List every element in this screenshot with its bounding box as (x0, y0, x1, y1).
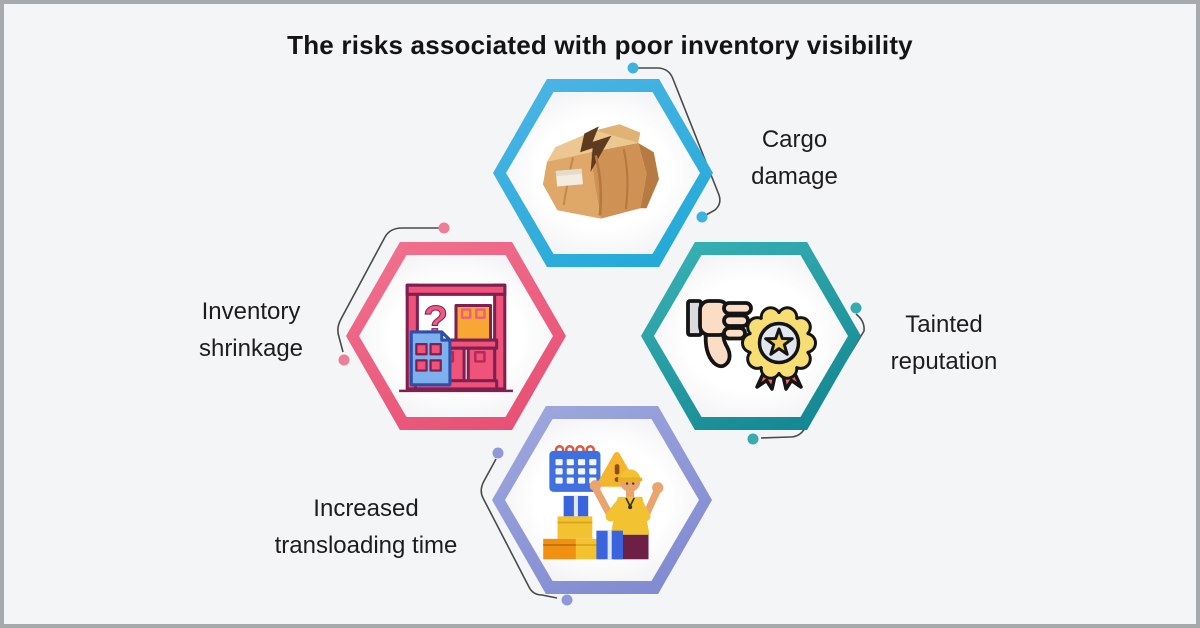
hexagon-inner (505, 419, 699, 581)
hexagon-tainted-reputation (641, 242, 861, 430)
connector-line-increased-transloading (480, 458, 558, 599)
label-inventory-shrinkage: Inventory shrinkage (198, 298, 304, 362)
connector-dot (438, 222, 450, 234)
connector-line-cargo-damage (638, 67, 721, 216)
connector-layer (337, 62, 865, 606)
warehouse-shelf-icon: ? (399, 283, 513, 393)
worker-shrug-boxes-icon (543, 445, 664, 560)
hexagon-inner (506, 92, 700, 254)
connector-dot (747, 433, 759, 445)
label-increased-transloading: Increased transloading time (274, 495, 458, 559)
label-cargo-damage: Cargo damage (751, 126, 838, 190)
page-title: The risks associated with poor inventory… (287, 30, 913, 60)
hexagon-inner: ? (359, 255, 553, 417)
hexagon-inventory-shrinkage: ? (346, 242, 566, 430)
label-tainted-reputation: Tainted reputation (890, 311, 998, 375)
connector-dot (338, 354, 350, 366)
hexagon-increased-transloading (492, 406, 712, 594)
connector-line-inventory-shrinkage (337, 227, 439, 353)
connector-dot (561, 594, 573, 606)
thumbs-down-medal-icon (685, 298, 817, 391)
damaged-box-icon (542, 124, 659, 219)
connector-dot (492, 447, 504, 459)
hexagon-cargo-damage (493, 79, 713, 267)
connector-dot (696, 211, 708, 223)
connector-dot (850, 302, 862, 314)
connector-dot (627, 62, 639, 74)
hexagon-inner (654, 255, 848, 417)
